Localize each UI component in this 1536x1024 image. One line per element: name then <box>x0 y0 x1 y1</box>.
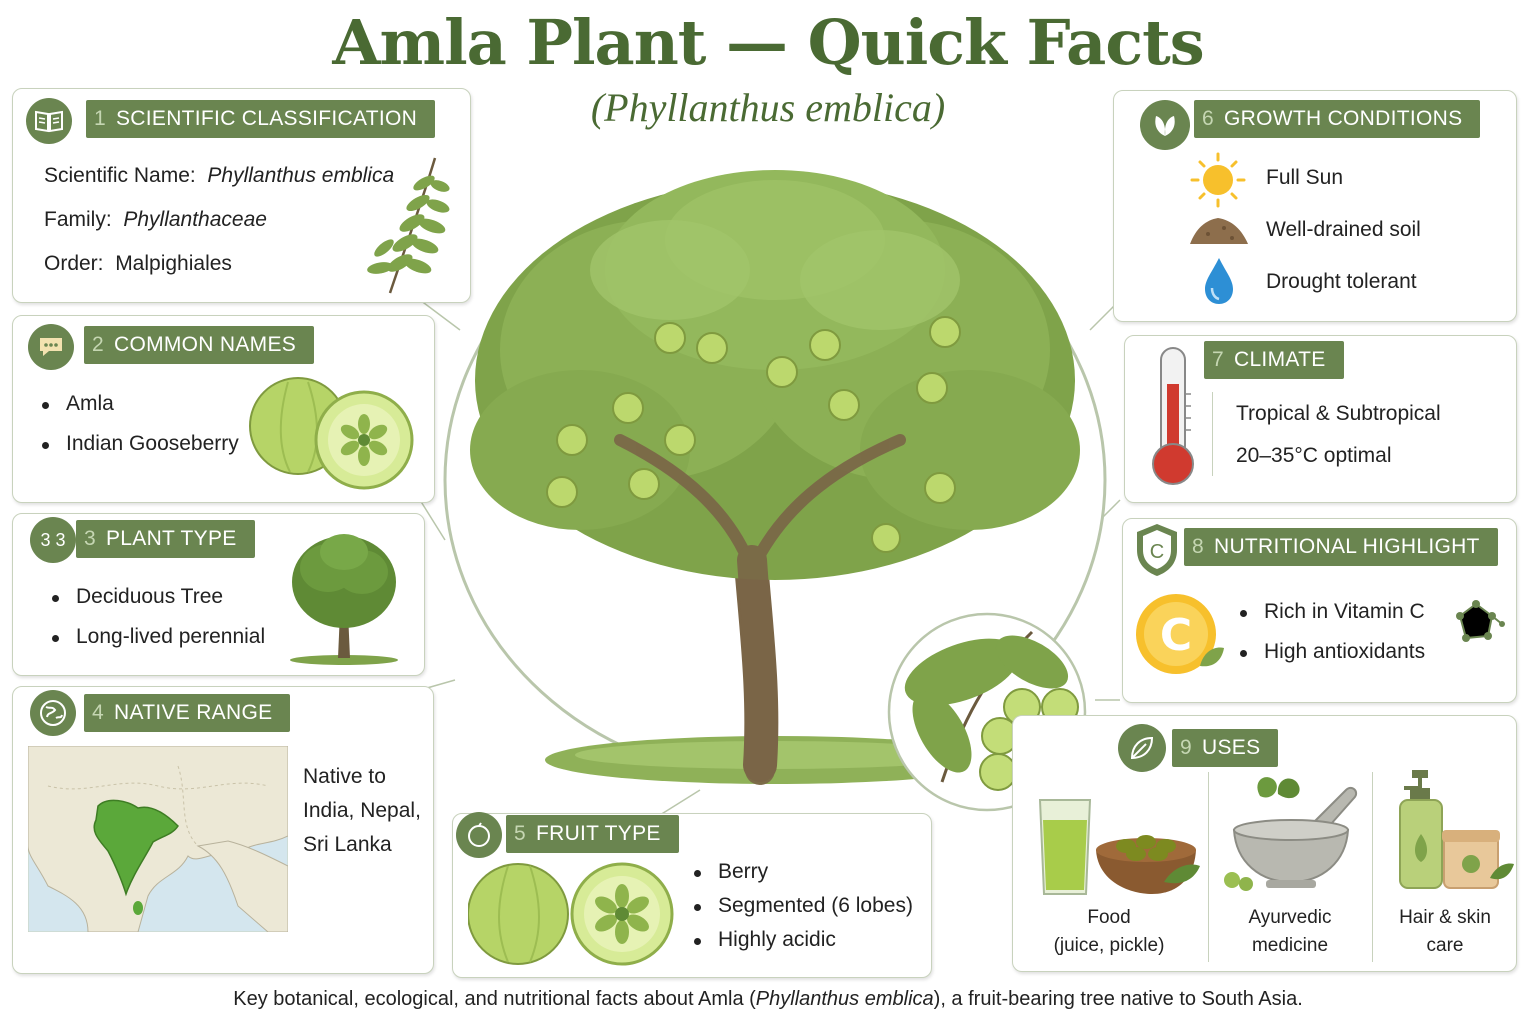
use-ayurvedic-label: Ayurvedic medicine <box>1248 907 1332 956</box>
uses-divider-1 <box>1208 772 1209 962</box>
speech-bubble-icon <box>28 324 74 370</box>
sun-label: Full Sun <box>1266 166 1344 189</box>
plant-type-list: Deciduous Tree Long-lived perennial <box>48 585 265 649</box>
page-subtitle: (Phyllanthus emblica) <box>590 85 946 130</box>
juice-pickle-icon <box>1038 799 1200 895</box>
amla-tree-illustration <box>443 170 1107 785</box>
list-item: Deciduous Tree <box>48 585 265 609</box>
fruit-type-list: Berry Segmented (6 lobes) Highly acidic <box>690 860 913 952</box>
svg-text:C: C <box>1150 541 1164 563</box>
fruit-icon <box>456 812 502 858</box>
list-item: Segmented (6 lobes) <box>690 894 913 918</box>
sun-icon <box>1190 152 1246 208</box>
uses-divider-2 <box>1372 772 1373 962</box>
globe-icon <box>30 690 76 736</box>
page-title: Amla Plant — Quick Facts <box>332 6 1204 79</box>
vitamin-c-icon: C <box>1136 594 1224 674</box>
list-item: High antioxidants <box>1236 640 1425 664</box>
native-range-text: Native to India, Nepal, Sri Lanka <box>303 765 421 856</box>
list-item: Highly acidic <box>690 928 913 952</box>
water-drop-icon <box>1205 258 1233 304</box>
climate-divider <box>1212 392 1213 476</box>
soil-label: Well-drained soil <box>1266 218 1421 241</box>
common-names-list: Amla Indian Gooseberry <box>38 392 239 456</box>
south-asia-map <box>28 746 288 932</box>
list-item: Amla <box>38 392 239 416</box>
list-item: Indian Gooseberry <box>38 432 239 456</box>
deciduous-tree-icon <box>290 534 398 665</box>
page-caption: Key botanical, ecological, and nutrition… <box>233 988 1303 1010</box>
climate-temperature: 20–35°C optimal <box>1236 444 1392 467</box>
chat-bubble-icon: 3 3 <box>30 517 76 563</box>
svg-text:C: C <box>1160 610 1192 661</box>
leaf-icon <box>1140 100 1190 150</box>
leaf-icon <box>1118 724 1166 772</box>
list-item: Berry <box>690 860 913 884</box>
use-food-label: Food (juice, pickle) <box>1053 907 1165 956</box>
molecule-icon <box>1456 600 1505 642</box>
list-item: Rich in Vitamin C <box>1236 600 1425 624</box>
list-item: Long-lived perennial <box>48 625 265 649</box>
order-row: Order: Malpighiales <box>44 252 232 275</box>
soil-icon <box>1190 218 1248 244</box>
shield-icon: C <box>1137 524 1177 576</box>
thermometer-icon <box>1152 347 1194 485</box>
leaf-sprig-illustration <box>367 157 450 294</box>
scientific-name-row: Scientific Name: Phyllanthus emblica <box>44 164 395 187</box>
climate-type: Tropical & Subtropical <box>1236 402 1441 425</box>
water-label: Drought tolerant <box>1266 270 1417 293</box>
nutrition-list: Rich in Vitamin C High antioxidants <box>1236 600 1425 664</box>
hair-skin-care-icon <box>1399 770 1514 889</box>
use-hair-skin-label: Hair & skin care <box>1399 907 1491 956</box>
family-row: Family: Phyllanthaceae <box>44 208 267 231</box>
fruit-cross-section-illustration <box>468 862 674 966</box>
mortar-pestle-icon <box>1224 777 1358 891</box>
book-icon <box>26 98 72 144</box>
amla-fruit-illustration <box>249 377 414 490</box>
